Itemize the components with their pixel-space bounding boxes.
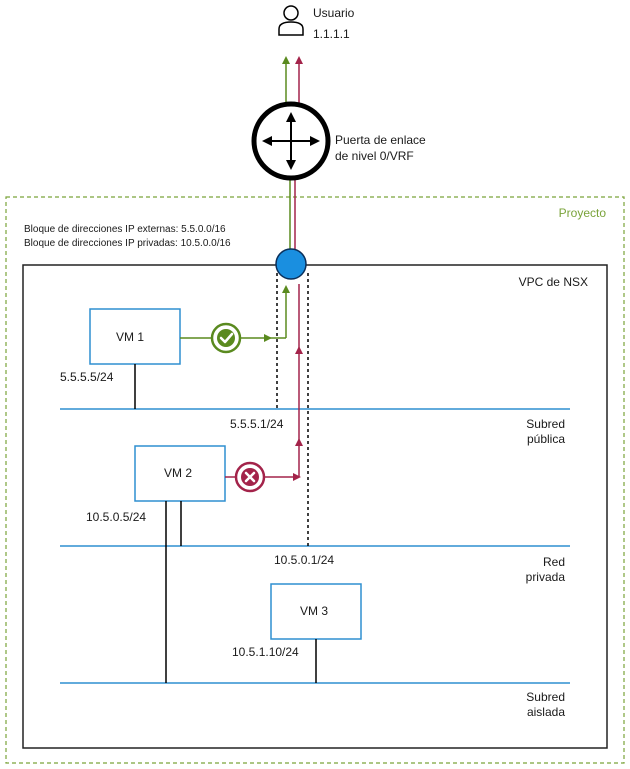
private-subnet-label-2: privada [526,570,566,584]
project-boundary [5,196,625,764]
vpc-gateway-node[interactable] [275,248,307,280]
isolated-subnet-label-2: aislada [527,705,565,719]
public-subnet-label-2: pública [527,432,565,446]
vm2-label: VM 2 [164,466,192,480]
vm1-box[interactable] [89,308,181,365]
vm3-ip: 10.5.1.10/24 [232,645,299,659]
private-gateway-ip: 10.5.0.1/24 [274,553,334,567]
project-label: Proyecto [559,206,607,220]
public-subnet-label-1: Subred [526,417,565,431]
vm3-box[interactable] [270,583,362,640]
vm2-ip: 10.5.0.5/24 [86,510,146,524]
external-ip-block: Bloque de direcciones IP externas: 5.5.0… [24,224,226,235]
user-ip: 1.1.1.1 [313,27,350,41]
user-icon [278,5,304,36]
isolated-subnet-label-1: Subred [526,690,565,704]
x-icon [234,461,266,493]
vm2-box[interactable] [134,445,226,502]
private-subnet-label-1: Red [543,555,565,569]
check-icon [210,322,242,354]
private-ip-block: Bloque de direcciones IP privadas: 10.5.… [24,238,231,249]
vpc-boundary [22,264,608,749]
gateway-label-2: de nivel 0/VRF [335,149,414,163]
vpc-label: VPC de NSX [519,275,588,289]
user-label: Usuario [313,6,355,20]
gateway-label-1: Puerta de enlace [335,133,426,147]
vm1-label: VM 1 [116,330,144,344]
public-gateway-ip: 5.5.5.1/24 [230,417,284,431]
vm1-ip: 5.5.5.5/24 [60,370,114,384]
vm3-label: VM 3 [300,604,328,618]
router-icon[interactable] [251,101,331,181]
